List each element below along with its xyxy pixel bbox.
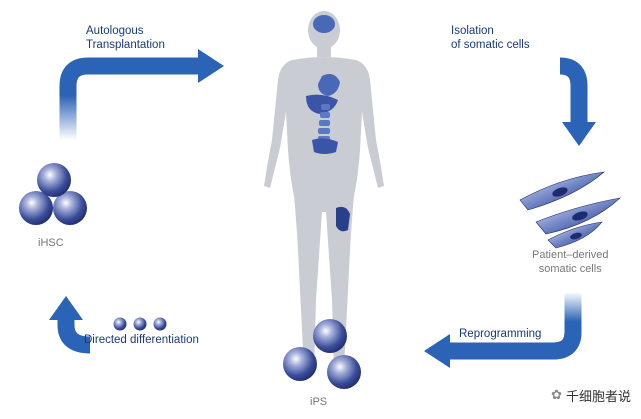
ips-cells (283, 319, 361, 389)
arrow-autologous-transplantation (59, 49, 224, 140)
knee-joint-icon (336, 206, 350, 232)
label-reprogramming: Reprogramming (459, 328, 542, 340)
watermark: ✿ 千细胞者说 (551, 386, 631, 405)
label-ihsc: iHSC (38, 237, 64, 249)
differentiating-cells (113, 317, 167, 331)
label-patient-derived-cells: Patient–derived somatic cells (532, 249, 609, 275)
label-ips: iPS (310, 396, 328, 408)
watermark-text: 千细胞者说 (565, 390, 631, 405)
arrow-reprogramming (424, 292, 582, 368)
brain-icon (313, 15, 335, 33)
ihsc-cells (19, 163, 87, 225)
arrow-isolation (400, 57, 596, 146)
heart-icon (318, 74, 340, 96)
label-directed-differentiation: Directed differentiation (84, 334, 199, 346)
human-body-figure (264, 11, 384, 375)
somatic-cells (519, 171, 621, 249)
label-autologous-transplantation: Autologous Transplantation (86, 25, 165, 51)
arrow-directed-differentiation (49, 296, 240, 354)
label-isolation-somatic-cells: Isolation of somatic cells (451, 25, 530, 51)
wechat-icon: ✿ (551, 388, 562, 403)
